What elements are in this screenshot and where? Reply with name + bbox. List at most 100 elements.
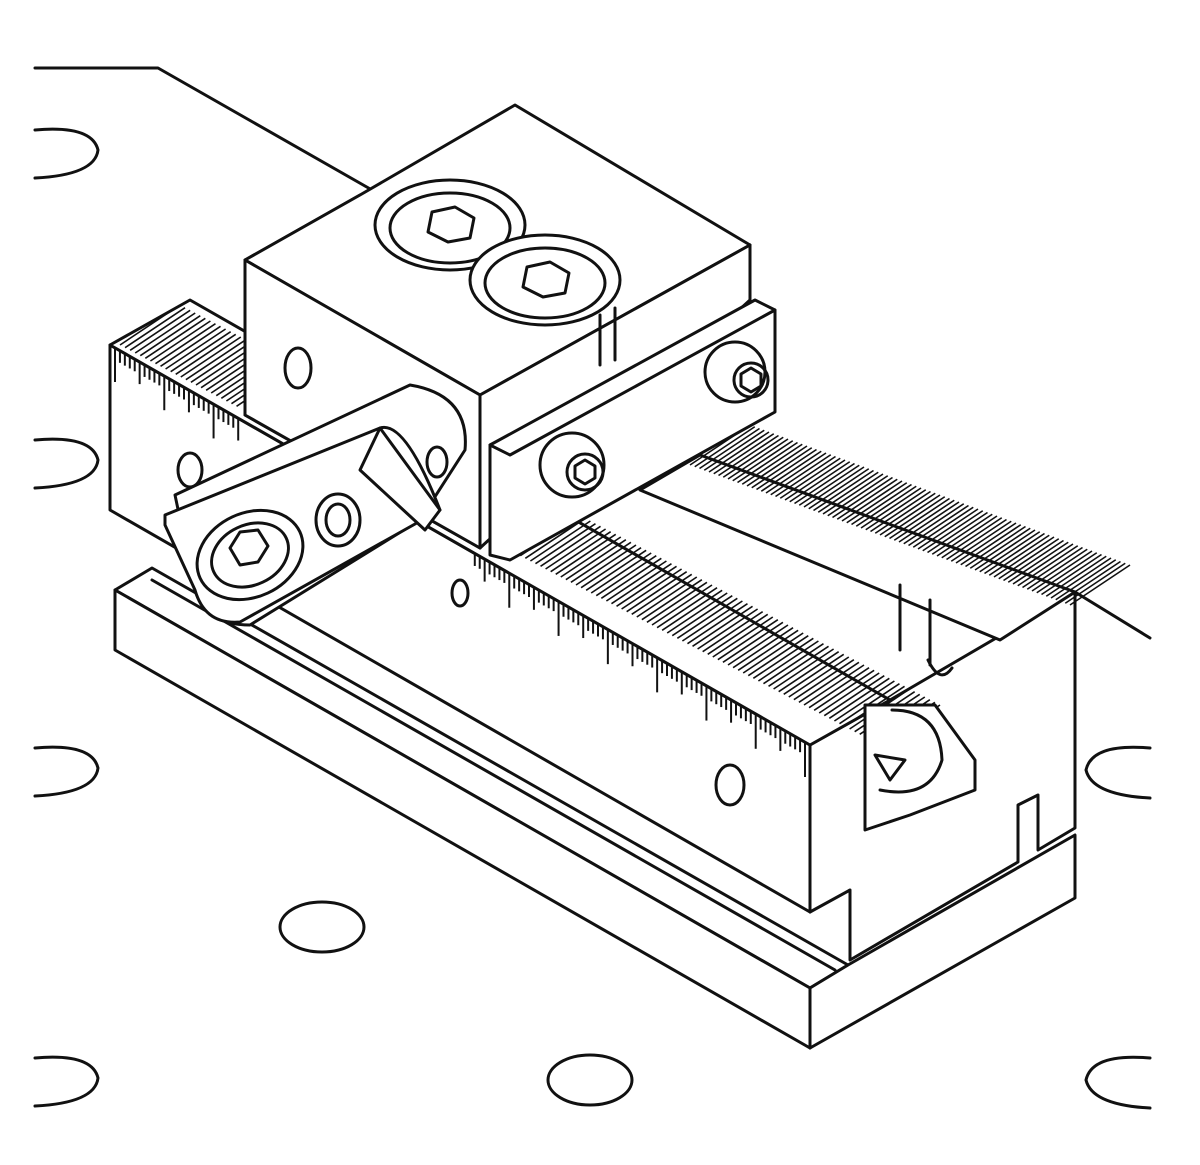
- serration-line: [697, 608, 759, 650]
- serration-line: [722, 436, 784, 478]
- serration-line: [927, 511, 988, 554]
- serration-line: [190, 341, 252, 383]
- serration-line: [768, 645, 829, 687]
- serration-line: [757, 640, 819, 682]
- serration-line: [1003, 539, 1064, 582]
- serration-line: [993, 536, 1055, 578]
- scale-ticks: [114, 348, 806, 777]
- table-hole: [546, 1053, 634, 1107]
- serration-line: [651, 584, 713, 626]
- table-hole: [33, 127, 100, 180]
- serration-line: [699, 427, 760, 470]
- serration-line: [708, 431, 770, 473]
- serration-line: [570, 541, 632, 583]
- serration-line: [803, 466, 865, 508]
- serration-line: [855, 485, 917, 527]
- serration-line: [555, 533, 617, 575]
- serration-line: [713, 433, 775, 475]
- serration-line: [955, 522, 1017, 564]
- serration-line: [969, 527, 1031, 569]
- serration-line: [742, 632, 804, 674]
- serration-line: [841, 480, 903, 522]
- serration-line: [703, 429, 765, 471]
- serration-line: [702, 611, 764, 653]
- body-hole: [714, 763, 746, 807]
- serration-line: [535, 523, 596, 565]
- serration-line: [874, 492, 936, 534]
- serration-line: [974, 529, 1036, 571]
- serration-line: [175, 333, 237, 375]
- serration-line: [822, 473, 884, 515]
- serration-line: [893, 499, 955, 541]
- serration-line: [870, 490, 931, 533]
- serration-line: [941, 517, 1003, 559]
- serration-line: [788, 656, 850, 698]
- serration-line: [545, 528, 607, 570]
- serration-line: [656, 587, 718, 629]
- serration-line: [988, 534, 1050, 576]
- serration-line: [836, 478, 898, 520]
- table-hole: [33, 745, 100, 798]
- serration-line: [590, 552, 652, 594]
- serration-line: [737, 629, 799, 671]
- hex-socket: [521, 260, 571, 299]
- serration-line: [149, 320, 211, 362]
- serration-line: [139, 315, 201, 357]
- serration-line: [908, 504, 969, 547]
- serration-line: [979, 531, 1041, 573]
- serration-line: [722, 621, 784, 663]
- table-hole: [278, 900, 366, 954]
- serration-line: [631, 573, 693, 615]
- serration-line: [889, 497, 950, 540]
- cap-screws: [373, 178, 622, 327]
- serration-line: [124, 307, 186, 349]
- serration-line: [1017, 545, 1079, 587]
- serration-line: [119, 304, 181, 346]
- serration-line: [884, 496, 946, 538]
- serration-line: [707, 613, 769, 655]
- serration-line: [798, 661, 860, 703]
- serration-line: [936, 515, 998, 557]
- serration-line: [144, 317, 206, 359]
- serration-line: [565, 539, 627, 581]
- table-holes: [33, 127, 1152, 1110]
- serration-line: [155, 323, 216, 365]
- serration-line: [813, 469, 874, 512]
- clamp-bar: [488, 298, 777, 562]
- table-hole: [1084, 745, 1152, 800]
- serration-line: [529, 520, 591, 562]
- serration-line: [823, 675, 885, 717]
- serration-line: [727, 438, 789, 480]
- serration-line: [621, 568, 683, 610]
- serration-line: [646, 581, 708, 623]
- table-hole: [1084, 1055, 1152, 1110]
- serration-line: [789, 461, 851, 503]
- serration-line: [922, 510, 984, 552]
- jaw-hole: [283, 346, 313, 390]
- body-hole: [450, 578, 470, 608]
- serration-line: [666, 592, 728, 634]
- serration-line: [741, 443, 803, 485]
- serration-line: [779, 457, 841, 499]
- serration-line: [160, 325, 221, 367]
- table-hole: [33, 437, 100, 490]
- serration-line: [752, 637, 814, 679]
- serration-line: [946, 518, 1007, 561]
- serration-line: [851, 483, 912, 526]
- serration-line: [737, 441, 798, 484]
- vise-base: [113, 566, 1077, 1050]
- serration-line: [165, 328, 227, 370]
- hex-socket: [228, 528, 270, 567]
- serration-line: [626, 571, 688, 613]
- serration-line: [180, 336, 242, 378]
- serration-line: [770, 454, 832, 496]
- serration-line: [712, 616, 774, 658]
- serration-line: [798, 464, 860, 506]
- serration-line: [803, 664, 865, 706]
- serration-line: [778, 651, 840, 693]
- serration-line: [793, 659, 855, 701]
- serration-line: [917, 508, 979, 550]
- serration-line: [751, 447, 813, 489]
